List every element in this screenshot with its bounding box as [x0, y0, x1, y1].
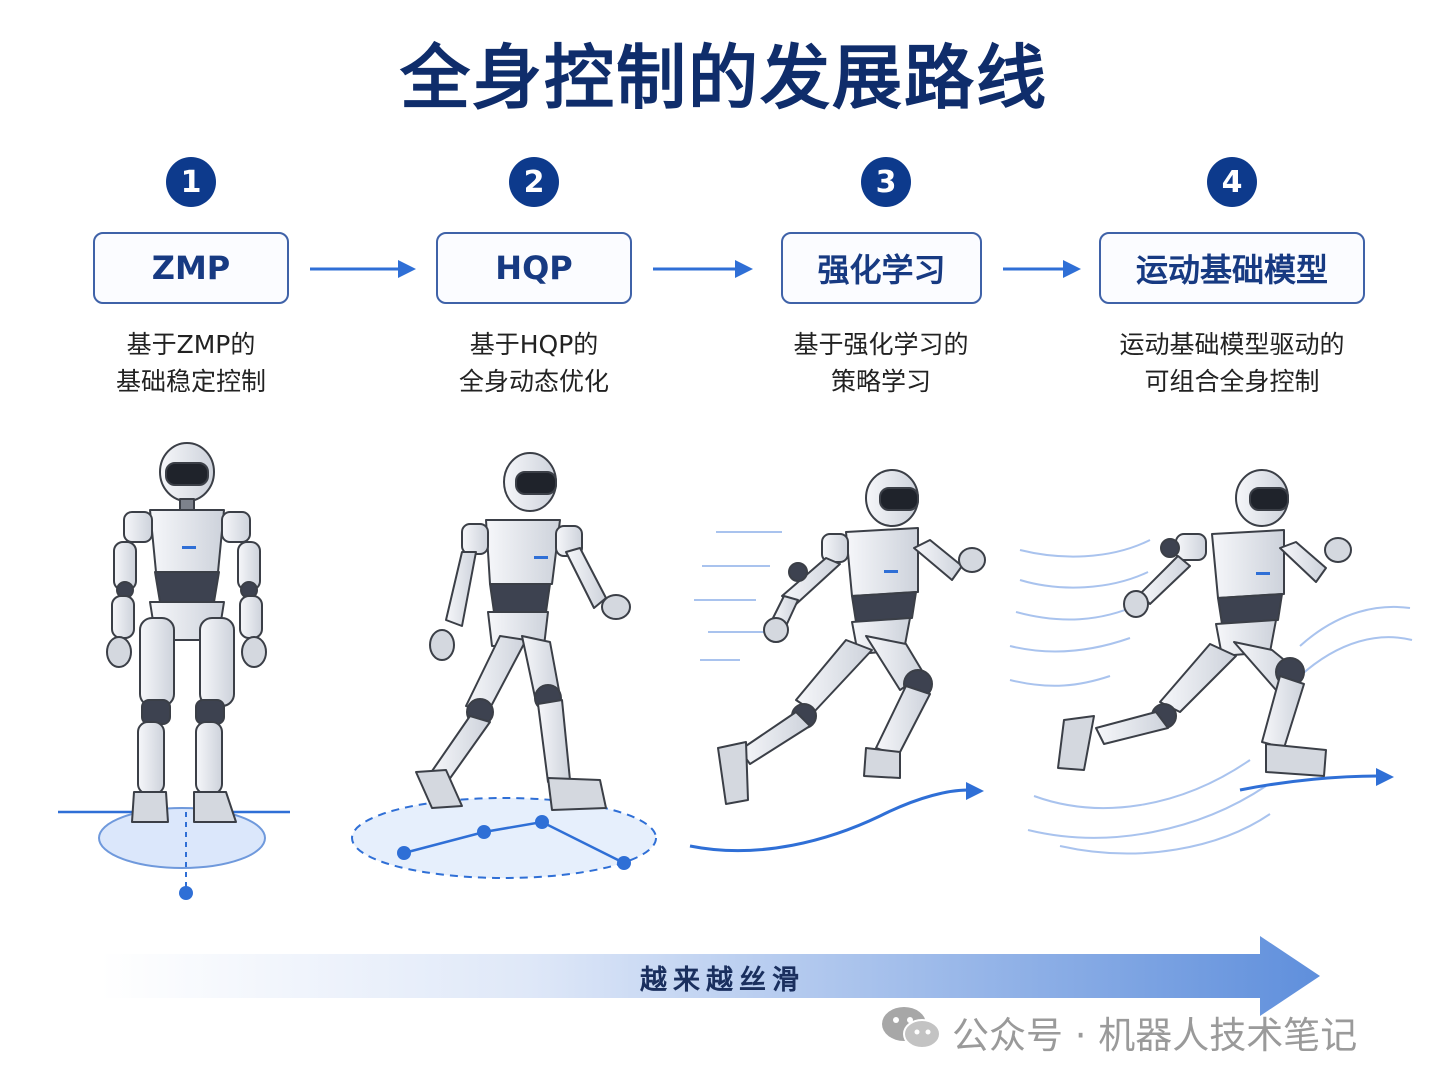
- stage-2-desc-line2: 全身动态优化: [434, 363, 634, 400]
- running-robot-stage-4: [1058, 470, 1351, 776]
- watermark-text: 公众号 · 机器人技术笔记: [952, 1005, 1357, 1059]
- arrow-right-icon: [310, 258, 418, 280]
- stage-1-description: 基于ZMP的 基础稳定控制: [91, 326, 291, 400]
- stage-1-desc-line1: 基于ZMP的: [91, 326, 291, 363]
- stage-1-zmp-illustration: [58, 808, 290, 900]
- stage-4-motion-lines: [1010, 540, 1412, 853]
- stage-4-desc-line2: 可组合全身控制: [1092, 363, 1372, 400]
- arrow-right-icon: [1003, 258, 1083, 280]
- stage-3-desc-line1: 基于强化学习的: [761, 326, 1001, 363]
- stage-2-box: HQP: [436, 232, 632, 304]
- stage-4-desc-line1: 运动基础模型驱动的: [1092, 326, 1372, 363]
- arrow-right-icon: [653, 258, 755, 280]
- stage-4-number: 4: [1207, 157, 1257, 207]
- walking-robot: [416, 453, 630, 810]
- stage-2-desc-line1: 基于HQP的: [434, 326, 634, 363]
- arrow-right-icon: [966, 782, 984, 800]
- arrow-right-icon: [1376, 768, 1394, 786]
- stage-2-description: 基于HQP的 全身动态优化: [434, 326, 634, 400]
- running-robot-stage-3: [718, 470, 985, 804]
- robots-illustration: [0, 420, 1448, 940]
- stage-3-number: 3: [861, 157, 911, 207]
- stage-3-description: 基于强化学习的 策略学习: [761, 326, 1001, 400]
- stage-1-desc-line2: 基础稳定控制: [91, 363, 291, 400]
- page-title: 全身控制的发展路线: [0, 22, 1448, 123]
- stage-3-desc-line2: 策略学习: [761, 363, 1001, 400]
- stage-3-box: 强化学习: [781, 232, 982, 304]
- stage-2-hqp-illustration: [352, 798, 656, 878]
- stage-4-box: 运动基础模型: [1099, 232, 1365, 304]
- stage-1-box: ZMP: [93, 232, 289, 304]
- stage-4-description: 运动基础模型驱动的 可组合全身控制: [1092, 326, 1372, 400]
- wechat-icon: [880, 1004, 942, 1050]
- standing-robot: [107, 443, 266, 822]
- stage-1-number: 1: [166, 157, 216, 207]
- stage-2-number: 2: [509, 157, 559, 207]
- progress-label: 越来越丝滑: [640, 958, 805, 997]
